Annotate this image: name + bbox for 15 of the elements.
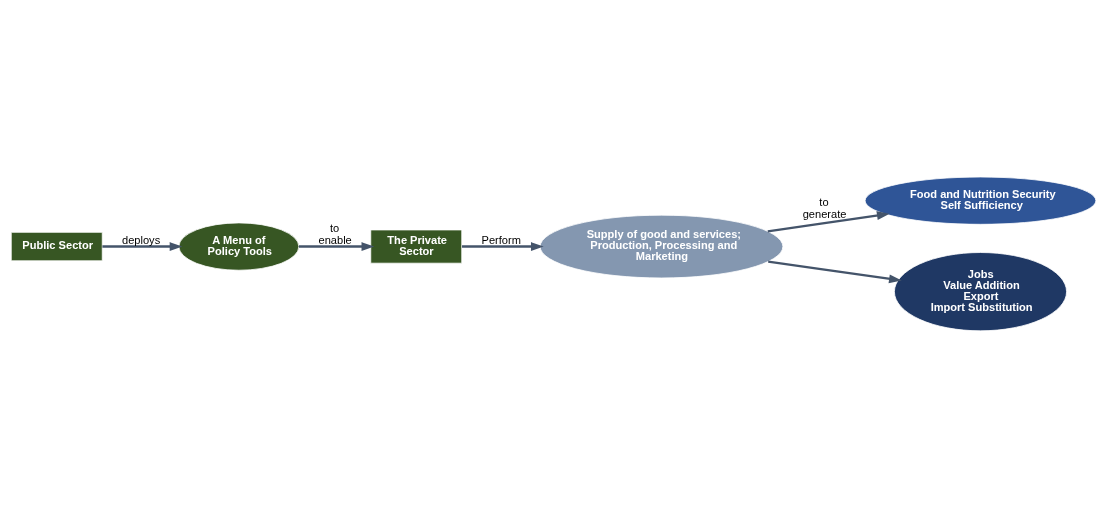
edge-label: deploys [122,233,161,246]
arrow [298,242,375,251]
node-box: The Private Sector [370,229,463,264]
edge-label: Perform [481,233,521,246]
node-ellipse: Supply of good and services; Production, Processing and Marketing [539,214,784,279]
edge-label: to enable [318,221,352,246]
arrow [462,242,544,251]
edge-label: to generate [802,196,847,221]
arrow [767,211,890,233]
arrow [102,242,183,251]
node-box: Public Sector [10,231,103,262]
arrow [768,260,902,284]
node-ellipse: Food and Nutrition Security Self Sufficiency [864,176,1097,225]
node-ellipse: A Menu of Policy Tools [178,222,300,271]
node-ellipse: Jobs Value Addition Export Import Substitution [894,252,1067,332]
